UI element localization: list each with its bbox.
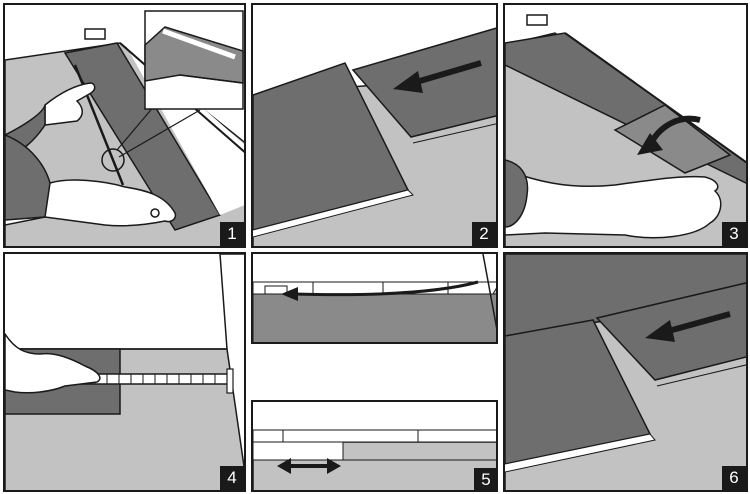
- callout-line-2: [118, 109, 201, 158]
- wall-side: [565, 5, 746, 163]
- step-5-bottom-view: [251, 400, 498, 492]
- step-6-panel: 6: [503, 252, 748, 492]
- outlet: [84, 28, 106, 40]
- step-4-illustration: [5, 254, 244, 490]
- step-number-badge: 4: [220, 466, 244, 490]
- step-3-panel: 3: [503, 3, 748, 248]
- wall-edge: [564, 32, 746, 164]
- side-wall: [219, 254, 244, 472]
- step-4-panel: 4: [3, 252, 246, 492]
- step-5-top-view: [251, 252, 498, 344]
- step-2-panel: 2: [251, 3, 498, 248]
- step-5-bottom-illustration: [253, 402, 496, 490]
- plank-piece: [253, 441, 344, 461]
- step-1-illustration: [5, 5, 244, 246]
- plank-edge: [253, 429, 496, 443]
- outlet: [526, 14, 548, 26]
- hand-icon: [505, 159, 722, 239]
- step-number-badge: 6: [722, 466, 746, 490]
- step-number-badge: 3: [722, 222, 746, 246]
- double-arrow-icon: [277, 458, 341, 474]
- step-6-illustration: [505, 254, 746, 490]
- step-1-panel: 1: [3, 3, 246, 248]
- arrow-left-icon: [393, 60, 482, 93]
- step-number-badge: 2: [472, 222, 496, 246]
- callout-line: [116, 104, 156, 151]
- plank-row: [253, 293, 496, 342]
- step-5-panel: 5: [251, 252, 498, 492]
- step-3-illustration: [505, 5, 746, 246]
- magnifier-callout-icon: [144, 10, 244, 110]
- step-2-illustration: [253, 5, 496, 246]
- step-number-badge: 1: [220, 222, 244, 246]
- arrow-left-icon: [645, 311, 731, 342]
- curved-arrow-icon: [281, 280, 479, 301]
- step-5-top-illustration: [253, 254, 496, 342]
- hand-icon-lower: [5, 134, 177, 227]
- step-number-badge: 5: [474, 468, 498, 492]
- installed-row: [505, 254, 746, 337]
- curved-arrow-icon: [637, 115, 701, 155]
- lifted-plank: [613, 104, 732, 174]
- hand-icon: [5, 332, 101, 394]
- magnify-ring: [101, 148, 125, 172]
